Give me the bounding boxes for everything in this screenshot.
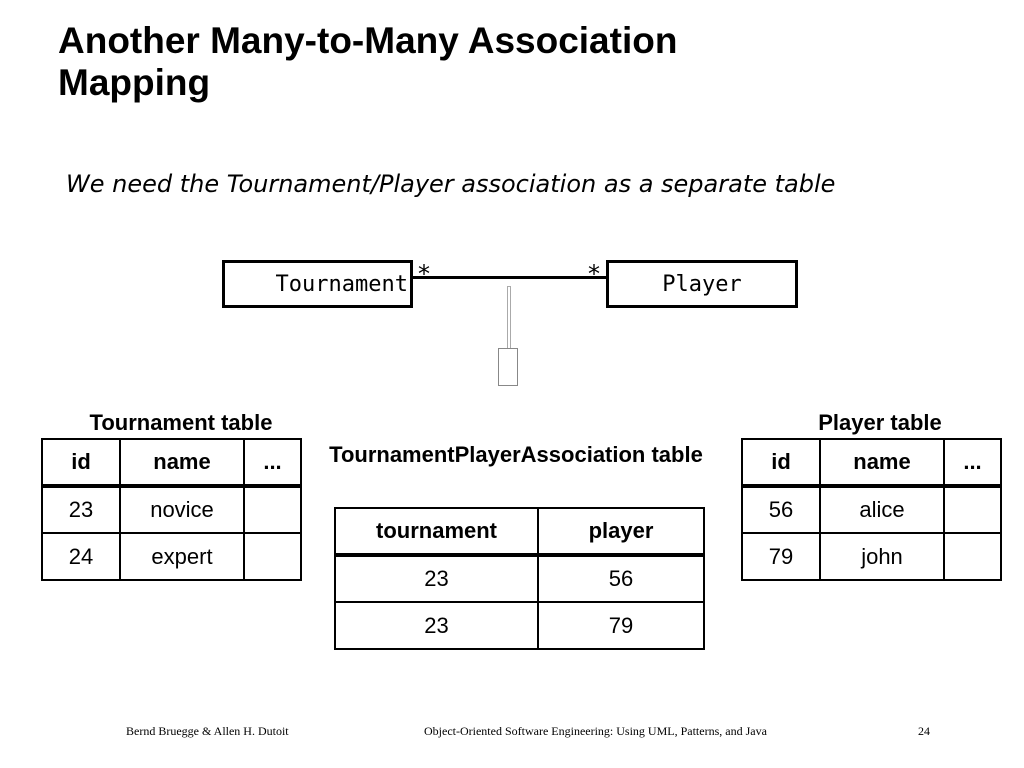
association-table: tournament player 23 56 23 79 — [334, 507, 705, 650]
slide-title: Another Many-to-Many Association Mapping — [58, 20, 678, 103]
association-line — [413, 276, 606, 279]
column-header-id: id — [741, 438, 821, 488]
column-header-player: player — [537, 507, 705, 557]
table-cell — [943, 485, 1002, 534]
table-cell: 23 — [334, 601, 539, 650]
association-class-connector — [507, 286, 511, 350]
table-cell: 23 — [41, 485, 121, 534]
table-cell: 56 — [537, 554, 705, 603]
column-header-more: ... — [243, 438, 302, 488]
multiplicity-right: * — [588, 260, 600, 288]
association-table-caption: TournamentPlayerAssociation table — [329, 442, 703, 467]
table-cell: 79 — [537, 601, 705, 650]
column-header-tournament: tournament — [334, 507, 539, 557]
column-header-name: name — [119, 438, 245, 488]
tournament-table-caption: Tournament table — [89, 410, 273, 435]
table-cell — [243, 485, 302, 534]
table-cell: 56 — [741, 485, 821, 534]
table-cell: alice — [819, 485, 945, 534]
table-cell: 24 — [41, 532, 121, 581]
uml-class-tournament: Tournament — [222, 260, 413, 308]
table-row: 24 expert — [41, 532, 302, 581]
table-cell: john — [819, 532, 945, 581]
column-header-name: name — [819, 438, 945, 488]
column-header-more: ... — [943, 438, 1002, 488]
uml-class-player: Player — [606, 260, 798, 308]
table-cell: 23 — [334, 554, 539, 603]
multiplicity-left: * — [418, 260, 430, 288]
table-cell: 79 — [741, 532, 821, 581]
table-cell: expert — [119, 532, 245, 581]
footer-page-number: 24 — [918, 724, 930, 738]
table-row: 23 56 — [334, 554, 705, 603]
table-row: 23 novice — [41, 485, 302, 534]
tournament-table: id name ... 23 novice 24 expert — [41, 438, 302, 581]
player-table: id name ... 56 alice 79 john — [741, 438, 1002, 581]
table-row: 23 79 — [334, 601, 705, 650]
table-cell — [243, 532, 302, 581]
slide-subtitle: We need the Tournament/Player associatio… — [66, 170, 836, 198]
table-row: 56 alice — [741, 485, 1002, 534]
table-header-row: id name ... — [741, 438, 1002, 488]
player-table-caption: Player table — [818, 410, 942, 435]
footer-authors: Bernd Bruegge & Allen H. Dutoit — [126, 724, 289, 738]
footer-book-title: Object-Oriented Software Engineering: Us… — [424, 724, 767, 738]
table-header-row: tournament player — [334, 507, 705, 557]
table-cell — [943, 532, 1002, 581]
association-class-box — [498, 348, 518, 386]
table-cell: novice — [119, 485, 245, 534]
table-row: 79 john — [741, 532, 1002, 581]
table-header-row: id name ... — [41, 438, 302, 488]
column-header-id: id — [41, 438, 121, 488]
